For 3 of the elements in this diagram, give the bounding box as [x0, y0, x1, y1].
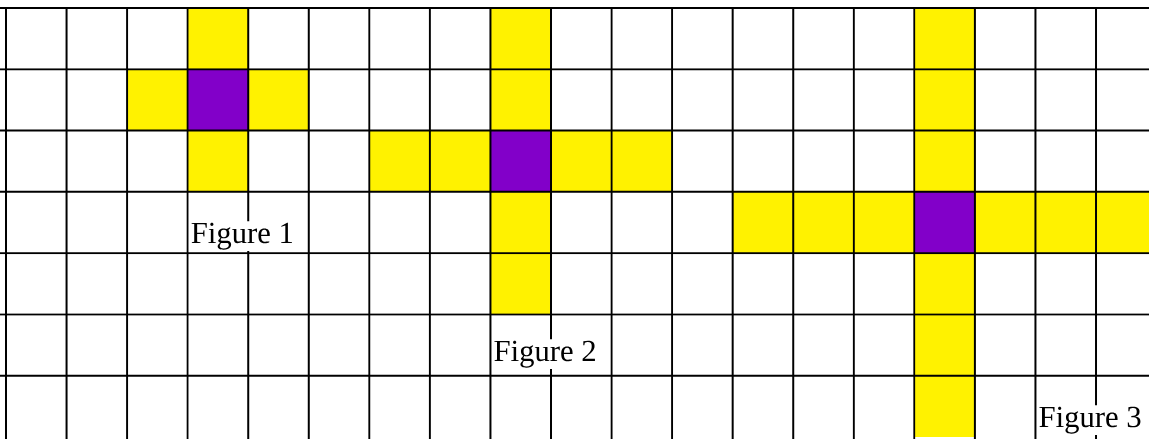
figure-label: Figure 1: [189, 221, 296, 251]
figure-label: Figure 2: [492, 339, 598, 369]
figure-label: Figure 3: [1037, 405, 1143, 435]
